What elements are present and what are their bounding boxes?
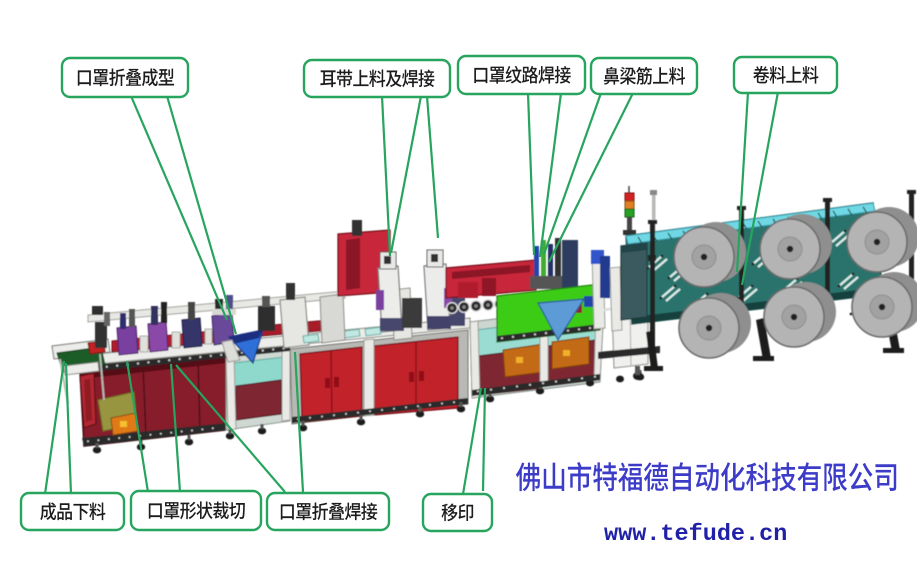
svg-text:www.tefude.cn: www.tefude.cn	[604, 521, 787, 548]
